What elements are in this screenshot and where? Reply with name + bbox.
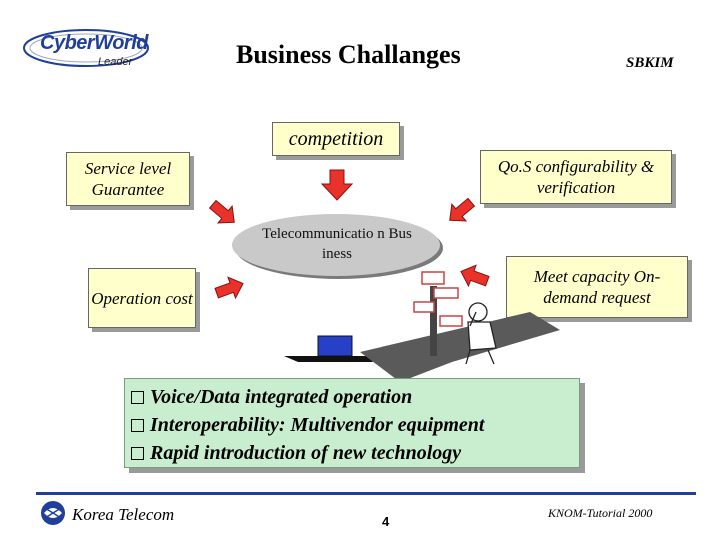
meet-capacity-label: Meet capacity On-demand request xyxy=(533,267,661,307)
bullet-list-box: Voice/Data integrated operation Interope… xyxy=(124,378,580,468)
page-number: 4 xyxy=(382,514,390,529)
qos-label: Qo.S configurability & verification xyxy=(497,157,655,197)
operation-cost-box: Operation cost xyxy=(88,268,196,328)
checkbox-bullet-icon xyxy=(131,390,144,404)
footer-divider xyxy=(36,492,696,495)
center-label: Telecommunicatio n Business xyxy=(262,226,412,262)
korea-telecom-logo-icon xyxy=(41,501,65,525)
qos-box: Qo.S configurability & verification xyxy=(480,150,672,204)
thinking-man-icon xyxy=(465,302,497,365)
logo-swoosh-icon xyxy=(23,29,149,67)
event-label: KNOM-Tutorial 2000 xyxy=(548,506,653,520)
competition-box: competition xyxy=(272,122,400,156)
arrow-down-icon xyxy=(320,169,354,201)
author-label: SBKIM xyxy=(626,55,674,71)
arrow-down-right-icon xyxy=(208,199,235,224)
signpost-figure-icon xyxy=(360,271,560,382)
checkbox-bullet-icon xyxy=(131,418,144,432)
company-name: Korea Telecom xyxy=(72,505,175,524)
operation-cost-label: Operation cost xyxy=(91,288,193,308)
checkbox-bullet-icon xyxy=(131,446,144,460)
competition-label: competition xyxy=(288,127,384,150)
arrow-down-left-icon xyxy=(449,197,476,222)
logo-sub-text: Leader xyxy=(98,56,133,68)
service-level-label: Service level Guarantee xyxy=(84,159,172,199)
center-ellipse xyxy=(232,214,440,276)
bullet-text: Voice/Data integrated operation xyxy=(150,386,413,408)
cyberworld-logo: CyberWorld Leader xyxy=(18,26,168,76)
bullet-item: Interoperability: Multivendor equipment xyxy=(131,411,579,439)
logo-main-text: CyberWorld xyxy=(40,32,148,54)
bullet-text: Interoperability: Multivendor equipment xyxy=(150,414,485,436)
bullet-item: Voice/Data integrated operation xyxy=(131,383,579,411)
meet-capacity-box: Meet capacity On-demand request xyxy=(506,256,688,318)
service-level-box: Service level Guarantee xyxy=(66,152,190,206)
arrow-left-up-icon xyxy=(460,264,490,288)
slide-title: Business Challanges xyxy=(236,40,461,69)
bullet-text: Rapid introduction of new technology xyxy=(150,442,462,464)
bullet-item: Rapid introduction of new technology xyxy=(131,439,579,467)
arrow-right-up-icon xyxy=(214,276,244,300)
blue-platform-icon xyxy=(284,335,386,362)
